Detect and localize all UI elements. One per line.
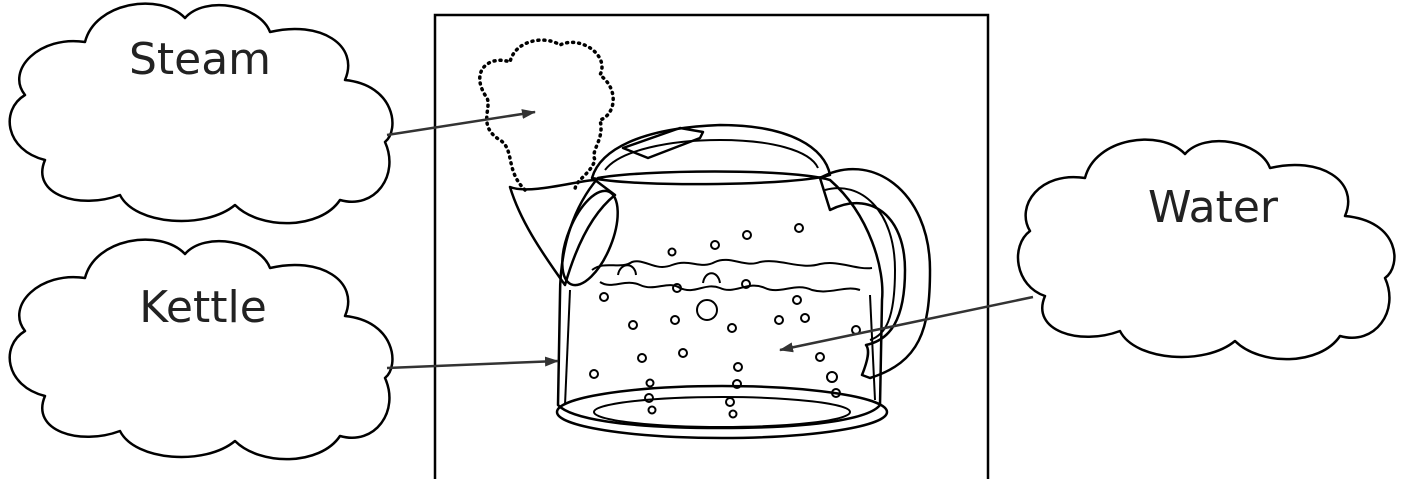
steam-arrow — [387, 112, 535, 135]
kettle-arrow — [387, 361, 558, 368]
water-arrow — [780, 297, 1033, 350]
kettle-handle — [820, 169, 930, 378]
kettle-cloud — [10, 240, 393, 460]
steam-label: Steam — [129, 34, 271, 85]
water-cloud — [1018, 140, 1394, 360]
bubbles — [590, 224, 860, 418]
steam-puff — [480, 40, 613, 190]
kettle-base — [557, 386, 887, 438]
water-label: Water — [1148, 182, 1279, 233]
kettle-illustration — [480, 40, 930, 438]
kettle-label: Kettle — [139, 282, 267, 333]
